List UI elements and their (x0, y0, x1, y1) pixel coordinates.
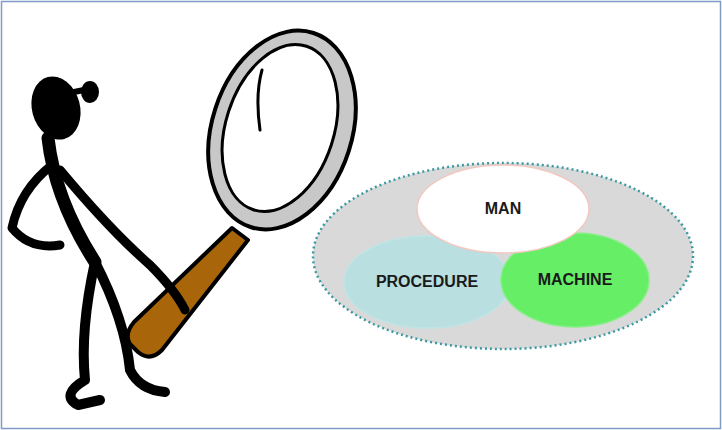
ellipse-node: MAN (416, 164, 590, 254)
node-label: MAN (485, 200, 521, 218)
node-label: PROCEDURE (376, 273, 478, 291)
stick-figure (12, 71, 185, 405)
magnifying-glass (128, 11, 380, 356)
group-ellipse (313, 163, 693, 349)
node-label: MACHINE (538, 271, 613, 289)
